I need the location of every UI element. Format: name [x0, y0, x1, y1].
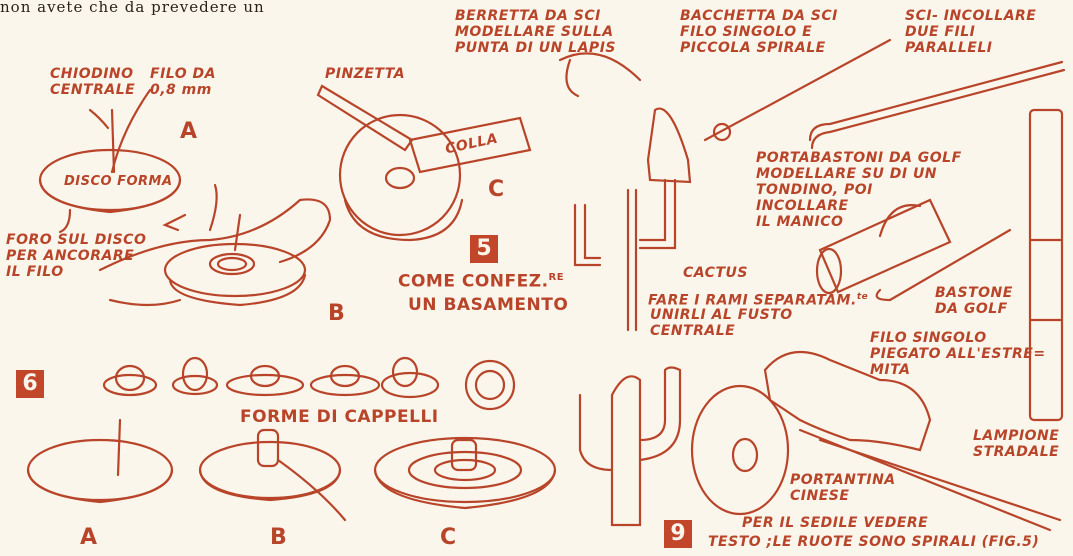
label-filo: FILO DA 0,8 mm: [150, 66, 216, 98]
berretta-drawing: [560, 53, 640, 96]
fig5-badge: 5: [470, 235, 498, 263]
label-chiodino: CHIODINO CENTRALE: [50, 66, 135, 98]
label-a-bottom: A: [80, 526, 98, 550]
label-forme: FORME DI CAPPELLI: [240, 407, 439, 427]
cactus-drawing: [575, 205, 600, 265]
hat-shapes: [104, 358, 514, 409]
label-bastone: BASTONE DA GOLF: [935, 285, 1013, 317]
label-filo-singolo: FILO SINGOLO PIEGATO ALL'ESTRE= MITA: [870, 330, 1046, 378]
fig9-badge: 9: [664, 520, 692, 548]
label-cactus-desc: FARE I RAMI SEPARATAM.te: [648, 289, 868, 309]
label-foro: FORO SUL DISCO PER ANCORARE IL FILO: [6, 232, 146, 280]
label-pinzetta: PINZETTA: [325, 66, 405, 82]
label-c-top: C: [488, 178, 505, 202]
label-bacchetta: BACCHETTA DA SCI FILO SINGOLO E PICCOLA …: [680, 8, 838, 56]
fig5-caption2: UN BASAMENTO: [408, 295, 568, 315]
wheel-drawing: [692, 386, 788, 514]
label-b-top: B: [328, 302, 345, 326]
fig5-caption: COME CONFEZ.RE: [398, 268, 564, 292]
label-b-bottom: B: [270, 526, 287, 550]
label-sci: SCI- INCOLLARE DUE FILI PARALLELI: [905, 8, 1036, 56]
big-cactus-drawing: [612, 376, 640, 525]
label-cactus: CACTUS: [683, 265, 748, 281]
label-berretta: BERRETTA DA SCI MODELLARE SULLA PUNTA DI…: [455, 8, 616, 56]
label-sedile: PER IL SEDILE VEDERE: [742, 515, 928, 531]
label-c-bottom: C: [440, 526, 457, 550]
label-disco-forma: DISCO FORMA: [64, 174, 173, 190]
fig6-badge: 6: [16, 370, 44, 398]
label-a-top: A: [180, 120, 198, 144]
label-portabastoni: PORTABASTONI DA GOLF MODELLARE SU DI UN …: [756, 150, 962, 230]
label-cactus-desc2: UNIRLI AL FUSTO CENTRALE: [650, 307, 793, 339]
disk-b-drawing: [200, 442, 340, 498]
label-testo: TESTO ;LE RUOTE SONO SPIRALI (FIG.5): [708, 534, 1039, 550]
label-lampione: LAMPIONE STRADALE: [973, 428, 1059, 460]
label-portantina: PORTANTINA CINESE: [790, 472, 896, 504]
